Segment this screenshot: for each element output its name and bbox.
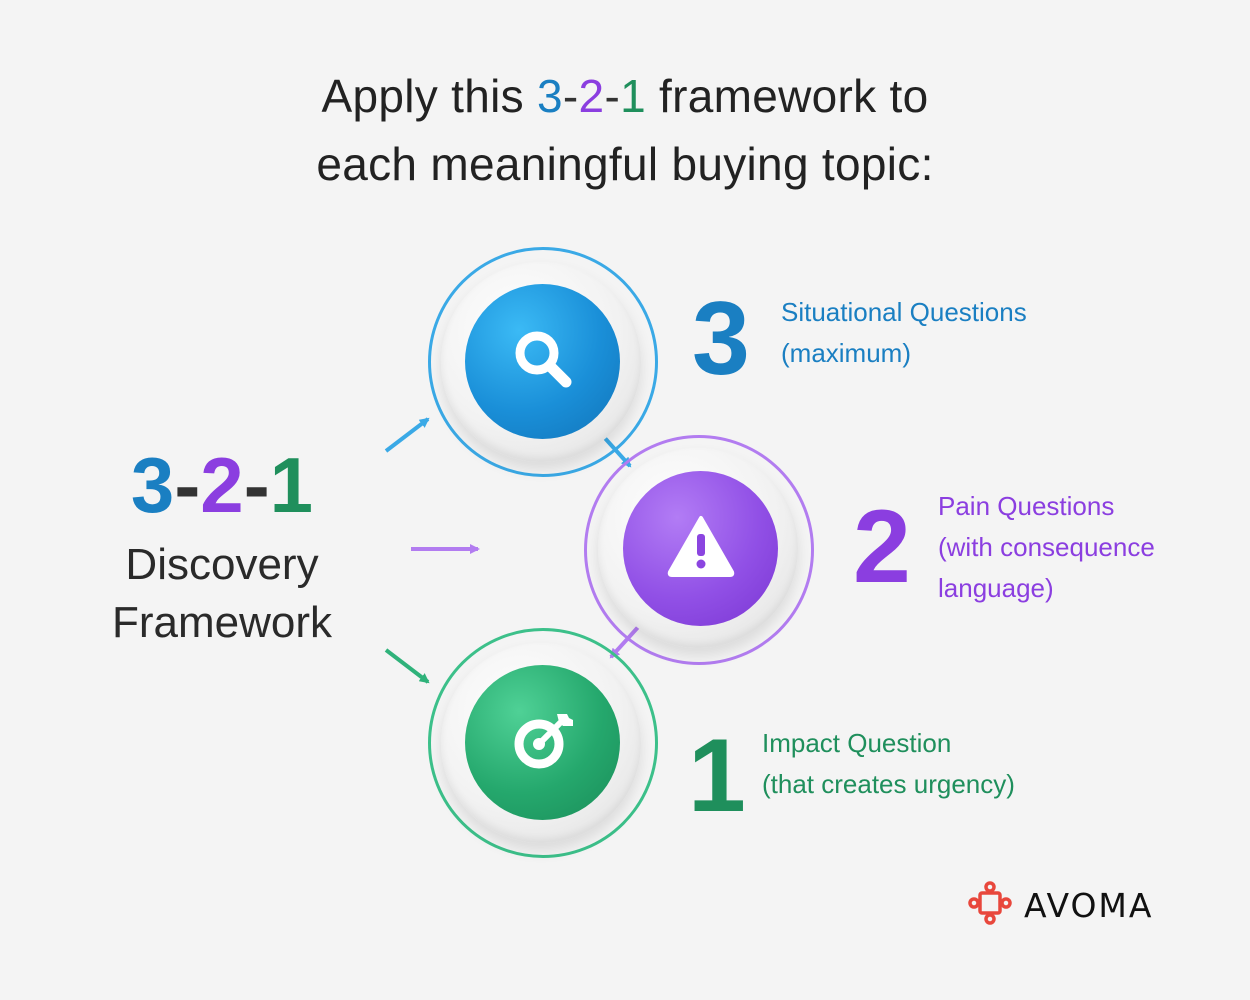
step-2-number: 2 (853, 489, 911, 605)
title-num-1: 1 (620, 70, 646, 122)
step-3-disc (465, 284, 620, 439)
arrow-to-step-1 (384, 648, 430, 684)
avoma-logo-text: AVOMA (1024, 885, 1154, 925)
step-2-description: Pain Questions (with consequence languag… (938, 486, 1155, 609)
step-3-ring (428, 247, 658, 477)
warning-icon (666, 514, 736, 583)
title-suffix: framework to (659, 70, 929, 122)
step-3-line-2: (maximum) (781, 338, 911, 368)
title-line-1: Apply this 3-2-1 framework to (0, 62, 1250, 130)
title-prefix: Apply this (321, 70, 524, 122)
step-1-line-1: Impact Question (762, 728, 952, 758)
step-1-number: 1 (688, 718, 746, 834)
step-3-description: Situational Questions (maximum) (781, 292, 1027, 374)
framework-num-2: 2 (200, 441, 244, 529)
step-2-disc (623, 471, 778, 626)
step-1-ring (428, 628, 658, 858)
framework-number: 3-2-1 (62, 440, 382, 530)
step-2-ring (584, 435, 814, 665)
step-3-number: 3 (692, 281, 750, 397)
framework-label-line-1: Discovery (125, 540, 319, 589)
step-3-line-1: Situational Questions (781, 297, 1027, 327)
framework-num-3: 3 (130, 441, 175, 529)
framework-label-block: 3-2-1 Discovery Framework (62, 440, 382, 652)
page-title: Apply this 3-2-1 framework to each meani… (0, 62, 1250, 198)
title-line-2: each meaningful buying topic: (316, 138, 934, 190)
avoma-logo: AVOMA (968, 880, 1154, 930)
step-1-description: Impact Question (that creates urgency) (762, 723, 1015, 805)
title-num-3: 3 (537, 70, 563, 122)
avoma-logo-icon (968, 880, 1012, 930)
title-dash: - (604, 70, 621, 122)
step-2-line-3: language) (938, 573, 1054, 603)
title-num-2: 2 (578, 70, 605, 122)
framework-label: Discovery Framework (62, 536, 382, 652)
step-2-line-2: (with consequence (938, 532, 1155, 562)
step-1-line-2: (that creates urgency) (762, 769, 1015, 799)
target-icon (507, 704, 579, 781)
arrow-to-step-3 (384, 417, 430, 453)
title-dash: - (562, 70, 579, 122)
step-1-disc (465, 665, 620, 820)
framework-dash: - (243, 441, 270, 529)
framework-num-1: 1 (269, 441, 314, 529)
framework-label-line-2: Framework (111, 598, 333, 647)
search-icon (508, 324, 578, 399)
framework-dash: - (174, 441, 201, 529)
step-2-line-1: Pain Questions (938, 491, 1115, 521)
